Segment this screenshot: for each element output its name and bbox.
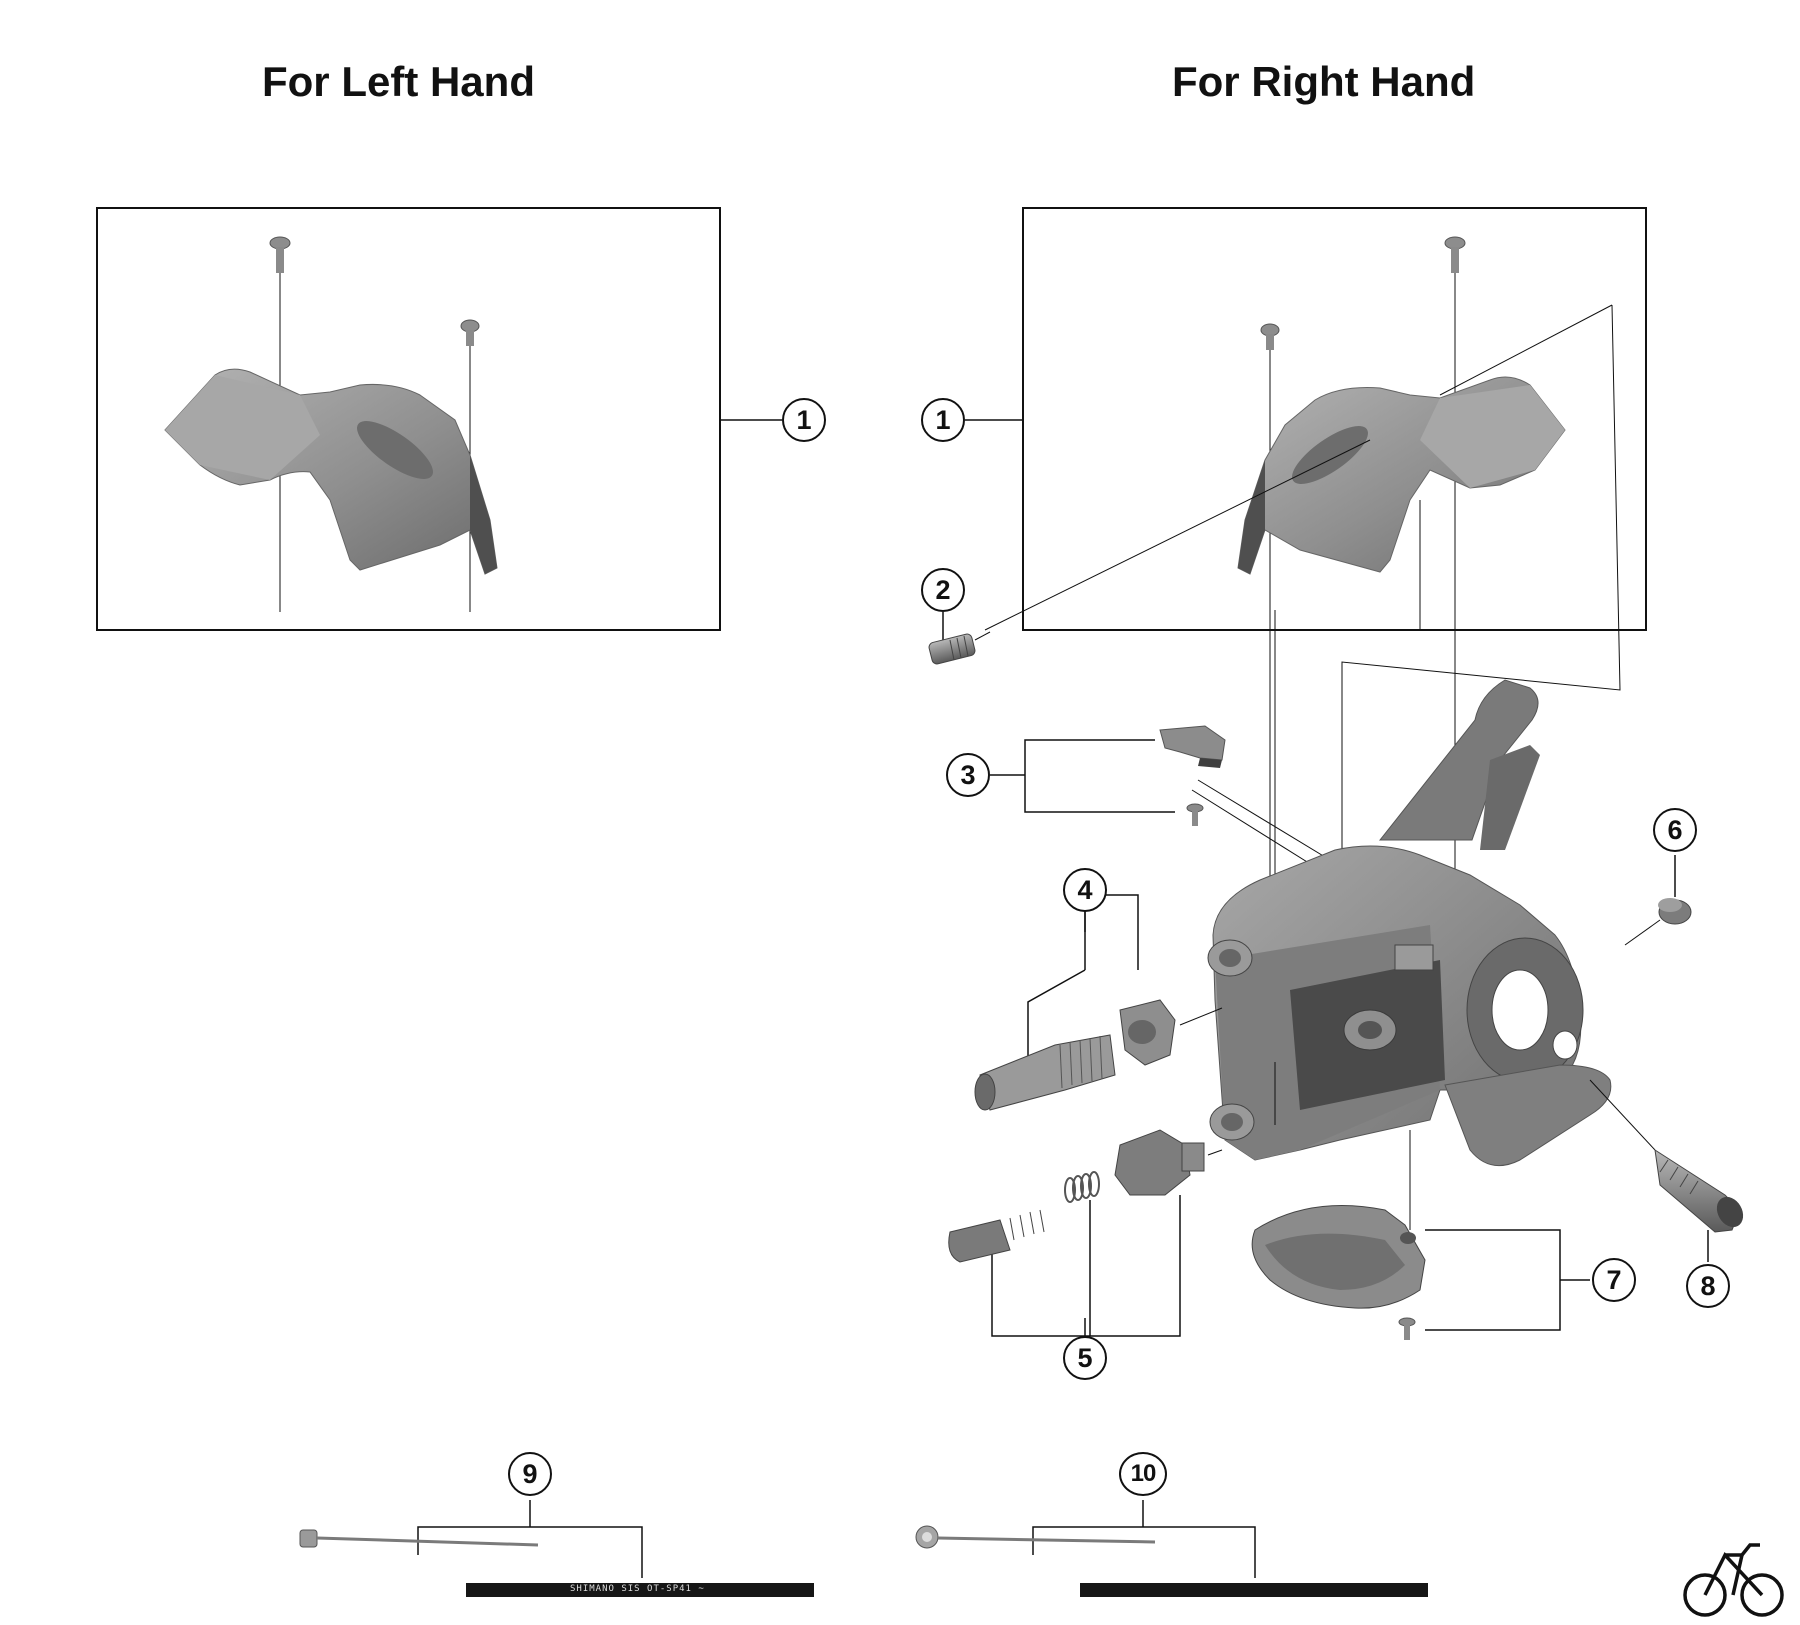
heading-right-hand: For Right Hand bbox=[1172, 58, 1476, 105]
part-9-outer-casing bbox=[466, 1583, 814, 1597]
part-3-indicator bbox=[990, 725, 1331, 871]
callout-1-left: 1 bbox=[782, 398, 826, 442]
left-cover-part bbox=[164, 368, 498, 575]
part-4-adjuster bbox=[974, 890, 1223, 1111]
bicycle-logo-icon bbox=[1683, 1543, 1784, 1617]
part-7-bottom-cover bbox=[1251, 1130, 1590, 1340]
cable-print-text: SHIMANO SIS OT-SP41 ~ bbox=[570, 1584, 705, 1594]
part-10-cable-set bbox=[915, 1500, 1428, 1597]
callout-6: 6 bbox=[1653, 808, 1697, 852]
left-cover-frame bbox=[96, 207, 721, 631]
callout-9: 9 bbox=[508, 1452, 552, 1496]
part-6-cap bbox=[1624, 855, 1692, 946]
right-cover-screw-short bbox=[1260, 323, 1280, 950]
callout-4: 4 bbox=[1063, 868, 1107, 912]
callout-10: 10 bbox=[1119, 1452, 1167, 1496]
part-8-bolt bbox=[1589, 1079, 1744, 1262]
part-9-cable-set bbox=[299, 1500, 814, 1597]
callout-8: 8 bbox=[1686, 1264, 1730, 1308]
callout-5: 5 bbox=[1063, 1336, 1107, 1380]
callout-2: 2 bbox=[921, 568, 965, 612]
right-cover-part bbox=[1237, 376, 1566, 575]
part-2-bolt bbox=[928, 612, 991, 665]
shifter-body bbox=[1207, 679, 1612, 1167]
heading-left-hand: For Left Hand bbox=[262, 58, 535, 105]
callout-7: 7 bbox=[1592, 1258, 1636, 1302]
right-cover-frame bbox=[1022, 207, 1647, 631]
callout-1-right: 1 bbox=[921, 398, 965, 442]
callout-3: 3 bbox=[946, 753, 990, 797]
part-10-outer-casing bbox=[1080, 1583, 1428, 1597]
part-5-adjuster-set bbox=[948, 1129, 1223, 1337]
